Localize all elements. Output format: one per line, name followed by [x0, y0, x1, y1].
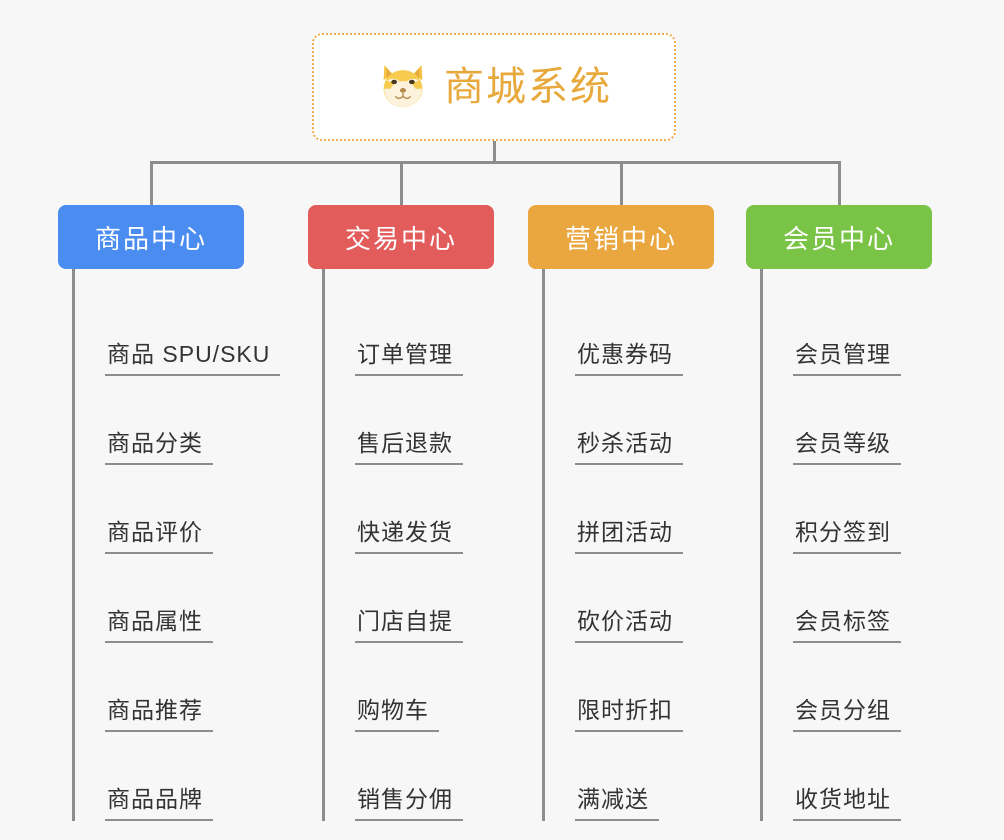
leaf-label: 砍价活动	[575, 602, 683, 643]
list-item[interactable]: 满减送	[545, 732, 714, 821]
leaf-label: 秒杀活动	[575, 424, 683, 465]
leaf-label: 销售分佣	[355, 780, 463, 821]
root-node-title: 商城系统	[444, 65, 612, 109]
list-item[interactable]: 会员分组	[763, 643, 932, 732]
list-item[interactable]: 会员标签	[763, 554, 932, 643]
column-marketing-center: 营销中心 优惠券码 秒杀活动 拼团活动 砍价活动 限时折扣 满减送	[528, 205, 714, 821]
leaf-label: 商品评价	[105, 513, 213, 554]
list-item[interactable]: 商品属性	[75, 554, 244, 643]
list-item[interactable]: 拼团活动	[545, 465, 714, 554]
connector-root-stem	[493, 141, 496, 163]
leaf-label: 商品 SPU/SKU	[105, 335, 281, 376]
leaf-label: 订单管理	[355, 335, 463, 376]
column-product-center: 商品中心 商品 SPU/SKU 商品分类 商品评价 商品属性 商品推荐 商品品牌	[58, 205, 281, 821]
connector-drop-4	[838, 161, 841, 205]
leaf-label: 会员分组	[793, 691, 901, 732]
list-item[interactable]: 优惠券码	[545, 287, 714, 376]
column-header-member-center[interactable]: 会员中心	[746, 205, 932, 269]
list-item[interactable]: 购物车	[325, 643, 494, 732]
leaf-label: 快递发货	[355, 513, 463, 554]
leaf-list-product-center: 商品 SPU/SKU 商品分类 商品评价 商品属性 商品推荐 商品品牌	[72, 269, 281, 821]
leaf-list-marketing-center: 优惠券码 秒杀活动 拼团活动 砍价活动 限时折扣 满减送	[542, 269, 714, 821]
leaf-label: 商品推荐	[105, 691, 213, 732]
connector-drop-3	[620, 161, 623, 205]
list-item[interactable]: 商品品牌	[75, 732, 244, 821]
leaf-label: 会员等级	[793, 424, 901, 465]
list-item[interactable]: 商品 SPU/SKU	[75, 287, 281, 376]
list-item[interactable]: 积分签到	[763, 465, 932, 554]
column-trade-center: 交易中心 订单管理 售后退款 快递发货 门店自提 购物车 销售分佣	[308, 205, 494, 821]
column-member-center: 会员中心 会员管理 会员等级 积分签到 会员标签 会员分组 收货地址	[746, 205, 932, 821]
leaf-label: 商品分类	[105, 424, 213, 465]
connector-drop-1	[150, 161, 153, 205]
leaf-label: 售后退款	[355, 424, 463, 465]
leaf-label: 会员标签	[793, 602, 901, 643]
list-item[interactable]: 售后退款	[325, 376, 494, 465]
list-item[interactable]: 限时折扣	[545, 643, 714, 732]
leaf-label: 商品属性	[105, 602, 213, 643]
leaf-label: 满减送	[575, 780, 659, 821]
leaf-list-trade-center: 订单管理 售后退款 快递发货 门店自提 购物车 销售分佣	[322, 269, 494, 821]
column-header-marketing-center[interactable]: 营销中心	[528, 205, 714, 269]
list-item[interactable]: 商品推荐	[75, 643, 244, 732]
root-node-mall-system[interactable]: 商城系统	[312, 33, 676, 141]
leaf-label: 会员管理	[793, 335, 901, 376]
list-item[interactable]: 收货地址	[763, 732, 932, 821]
list-item[interactable]: 秒杀活动	[545, 376, 714, 465]
list-item[interactable]: 砍价活动	[545, 554, 714, 643]
leaf-label: 优惠券码	[575, 335, 683, 376]
column-header-product-center[interactable]: 商品中心	[58, 205, 244, 269]
leaf-label: 限时折扣	[575, 691, 683, 732]
connector-horizontal-bus	[150, 161, 841, 164]
leaf-label: 购物车	[355, 691, 439, 732]
leaf-label: 积分签到	[793, 513, 901, 554]
shiba-inu-dog-face-icon	[383, 65, 423, 108]
connector-drop-2	[400, 161, 403, 205]
list-item[interactable]: 门店自提	[325, 554, 494, 643]
list-item[interactable]: 订单管理	[325, 287, 494, 376]
leaf-label: 商品品牌	[105, 780, 213, 821]
leaf-list-member-center: 会员管理 会员等级 积分签到 会员标签 会员分组 收货地址	[760, 269, 932, 821]
list-item[interactable]: 商品分类	[75, 376, 244, 465]
list-item[interactable]: 会员等级	[763, 376, 932, 465]
leaf-label: 拼团活动	[575, 513, 683, 554]
list-item[interactable]: 商品评价	[75, 465, 244, 554]
list-item[interactable]: 快递发货	[325, 465, 494, 554]
list-item[interactable]: 销售分佣	[325, 732, 494, 821]
column-header-trade-center[interactable]: 交易中心	[308, 205, 494, 269]
list-item[interactable]: 会员管理	[763, 287, 932, 376]
leaf-label: 门店自提	[355, 602, 463, 643]
leaf-label: 收货地址	[793, 780, 901, 821]
